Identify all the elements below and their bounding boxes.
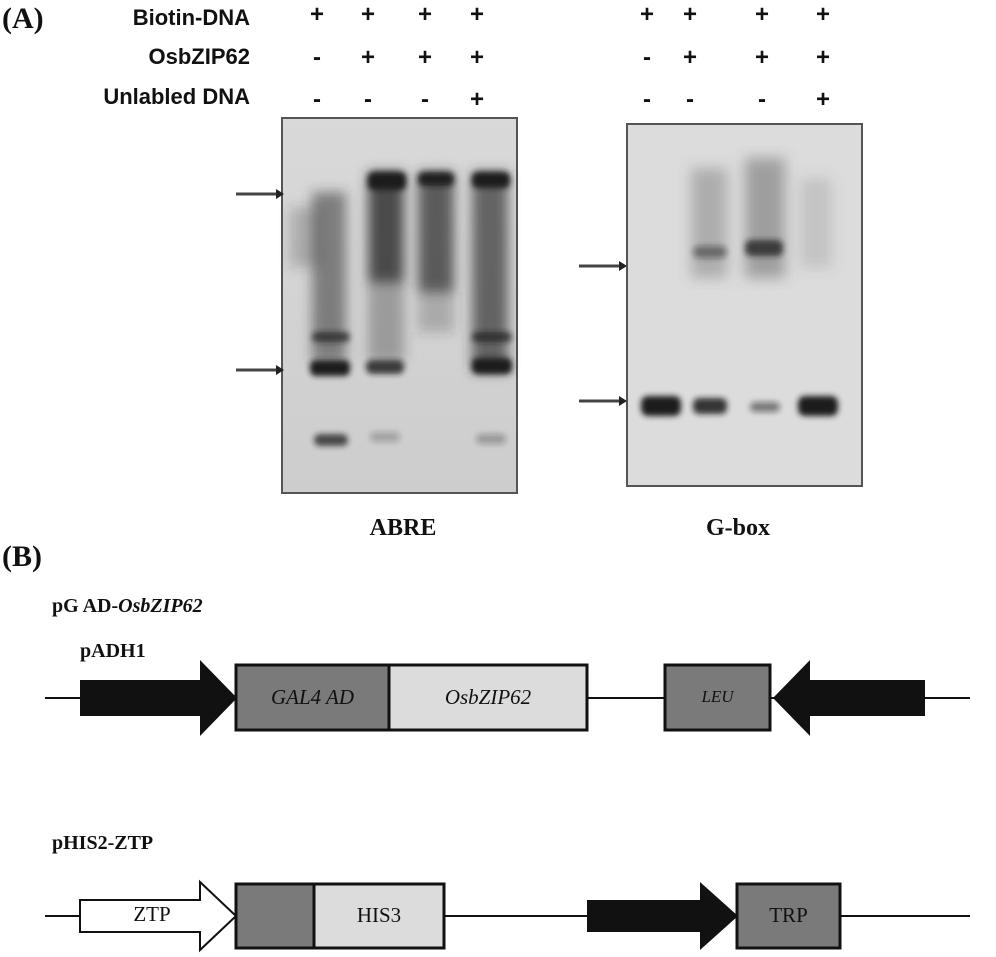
sign-r1-c5: + <box>682 44 697 71</box>
gel-gbox-image <box>579 123 863 487</box>
sign-r2-c0: - <box>313 86 321 113</box>
sign-r1-c2: + <box>417 44 432 71</box>
sign-r2-c3: + <box>469 86 484 113</box>
sign-r0-c7: + <box>815 1 830 28</box>
sign-r0-c2: + <box>417 1 432 28</box>
osbzip62-box-label: OsbZIP62 <box>444 685 532 709</box>
construct1-name-italic: OsbZIP62 <box>118 595 203 617</box>
panel-a-label: (A) <box>2 2 44 35</box>
row-label-unlabled-dna: Unlabled DNA <box>103 84 250 109</box>
construct2-name: pHIS2-ZTP <box>52 832 154 854</box>
gel-caption-gbox: G-box <box>705 515 770 541</box>
sign-r2-c7: + <box>815 86 830 113</box>
gal4-ad-label: GAL4 AD <box>270 685 355 709</box>
leu-label: LEU <box>701 687 734 706</box>
sign-r2-c6: - <box>758 86 766 113</box>
trp-label: TRP <box>769 903 808 927</box>
sign-r1-c6: + <box>754 44 769 71</box>
ztp-label: ZTP <box>133 902 171 926</box>
gel-abre-image <box>236 117 518 494</box>
sign-r0-c4: + <box>639 1 654 28</box>
sign-r1-c7: + <box>815 44 830 71</box>
sign-r0-c3: + <box>469 1 484 28</box>
sign-r1-c3: + <box>469 44 484 71</box>
sign-r2-c1: - <box>364 86 372 113</box>
promoter-label: pADH1 <box>80 640 146 662</box>
his3-label: HIS3 <box>356 903 402 927</box>
sign-r2-c4: - <box>643 86 651 113</box>
sign-r2-c5: - <box>686 86 694 113</box>
sign-r1-c1: + <box>360 44 375 71</box>
sign-r1-c0: - <box>313 44 321 71</box>
construct1-name: pG AD-OsbZIP62 <box>52 595 203 618</box>
sign-r0-c6: + <box>754 1 769 28</box>
sign-r1-c4: - <box>643 44 651 71</box>
sign-r0-c0: + <box>309 1 324 28</box>
panel-b-label: (B) <box>2 540 42 573</box>
sign-r2-c2: - <box>421 86 429 113</box>
row-label-biotin-dna: Biotin-DNA <box>132 5 250 30</box>
sign-r0-c1: + <box>360 1 375 28</box>
gel-caption-abre: ABRE <box>369 515 437 541</box>
sign-r0-c5: + <box>682 1 697 28</box>
construct2-diagram <box>45 879 970 953</box>
row-label-osbzip62: OsbZIP62 <box>148 44 250 69</box>
construct1-name-prefix: pG AD- <box>52 595 119 617</box>
construct1-diagram <box>45 660 970 736</box>
